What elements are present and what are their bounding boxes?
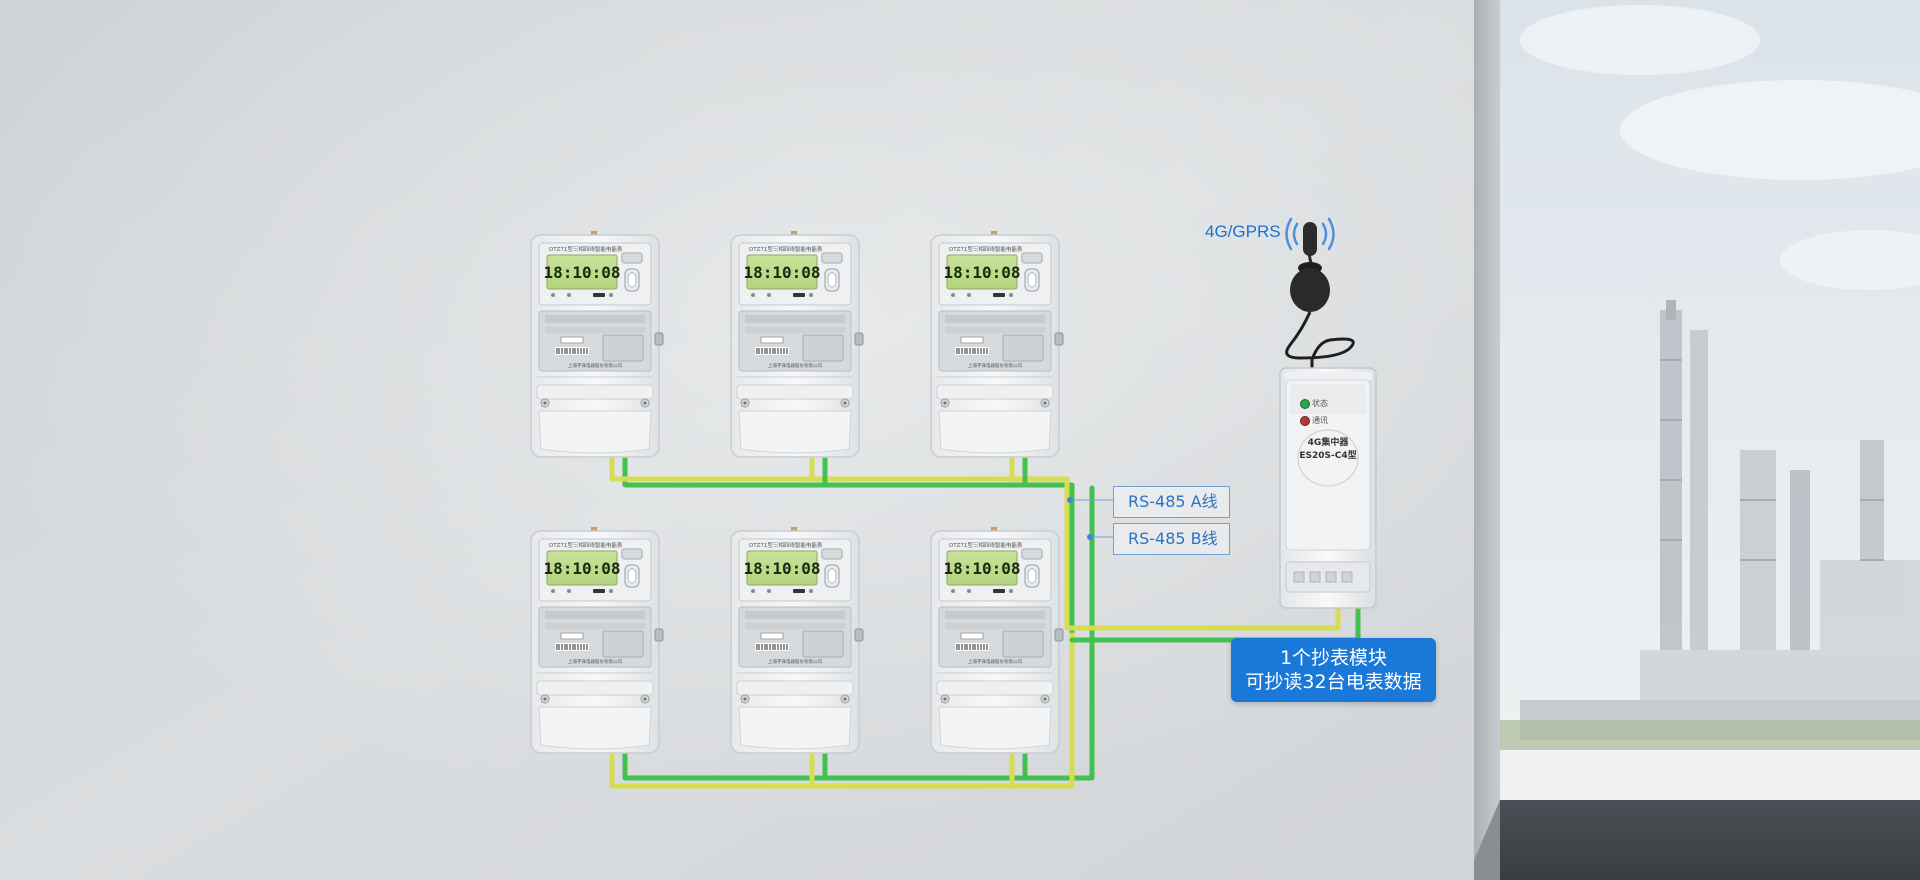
rs485-b-label: RS-485 B线 xyxy=(1113,523,1230,555)
meter-1 xyxy=(530,230,664,458)
meter-6 xyxy=(930,526,1064,754)
gprs-label: 4G/GPRS xyxy=(1205,222,1281,241)
led-status-label: 状态 xyxy=(1312,399,1328,408)
refinery-illustration xyxy=(1500,300,1920,750)
wire-b-bottom xyxy=(622,485,1095,781)
concentrator-name: 4G集中器 xyxy=(1307,438,1349,448)
signal-wave-icon xyxy=(1285,217,1335,251)
callout-box: 1个抄表模块 可抄读32台电表数据 xyxy=(1231,638,1436,702)
wire-a-top xyxy=(609,449,1070,631)
meter-3 xyxy=(930,230,1064,458)
wire-a-bottom xyxy=(609,632,1075,789)
meter-2 xyxy=(730,230,864,458)
concentrator-model: ES20S-C4型 xyxy=(1299,451,1357,461)
concentrator-device xyxy=(1279,367,1377,609)
wire-b-top xyxy=(622,449,1075,635)
led-comm-label: 通讯 xyxy=(1312,416,1328,425)
callout-line-2: 可抄读32台电表数据 xyxy=(1245,671,1422,693)
antenna-icon xyxy=(1285,222,1355,372)
rs485-a-label: RS-485 A线 xyxy=(1113,486,1230,518)
callout-line-1: 1个抄表模块 xyxy=(1279,647,1388,669)
meter-5 xyxy=(730,526,864,754)
meter-4 xyxy=(530,526,664,754)
